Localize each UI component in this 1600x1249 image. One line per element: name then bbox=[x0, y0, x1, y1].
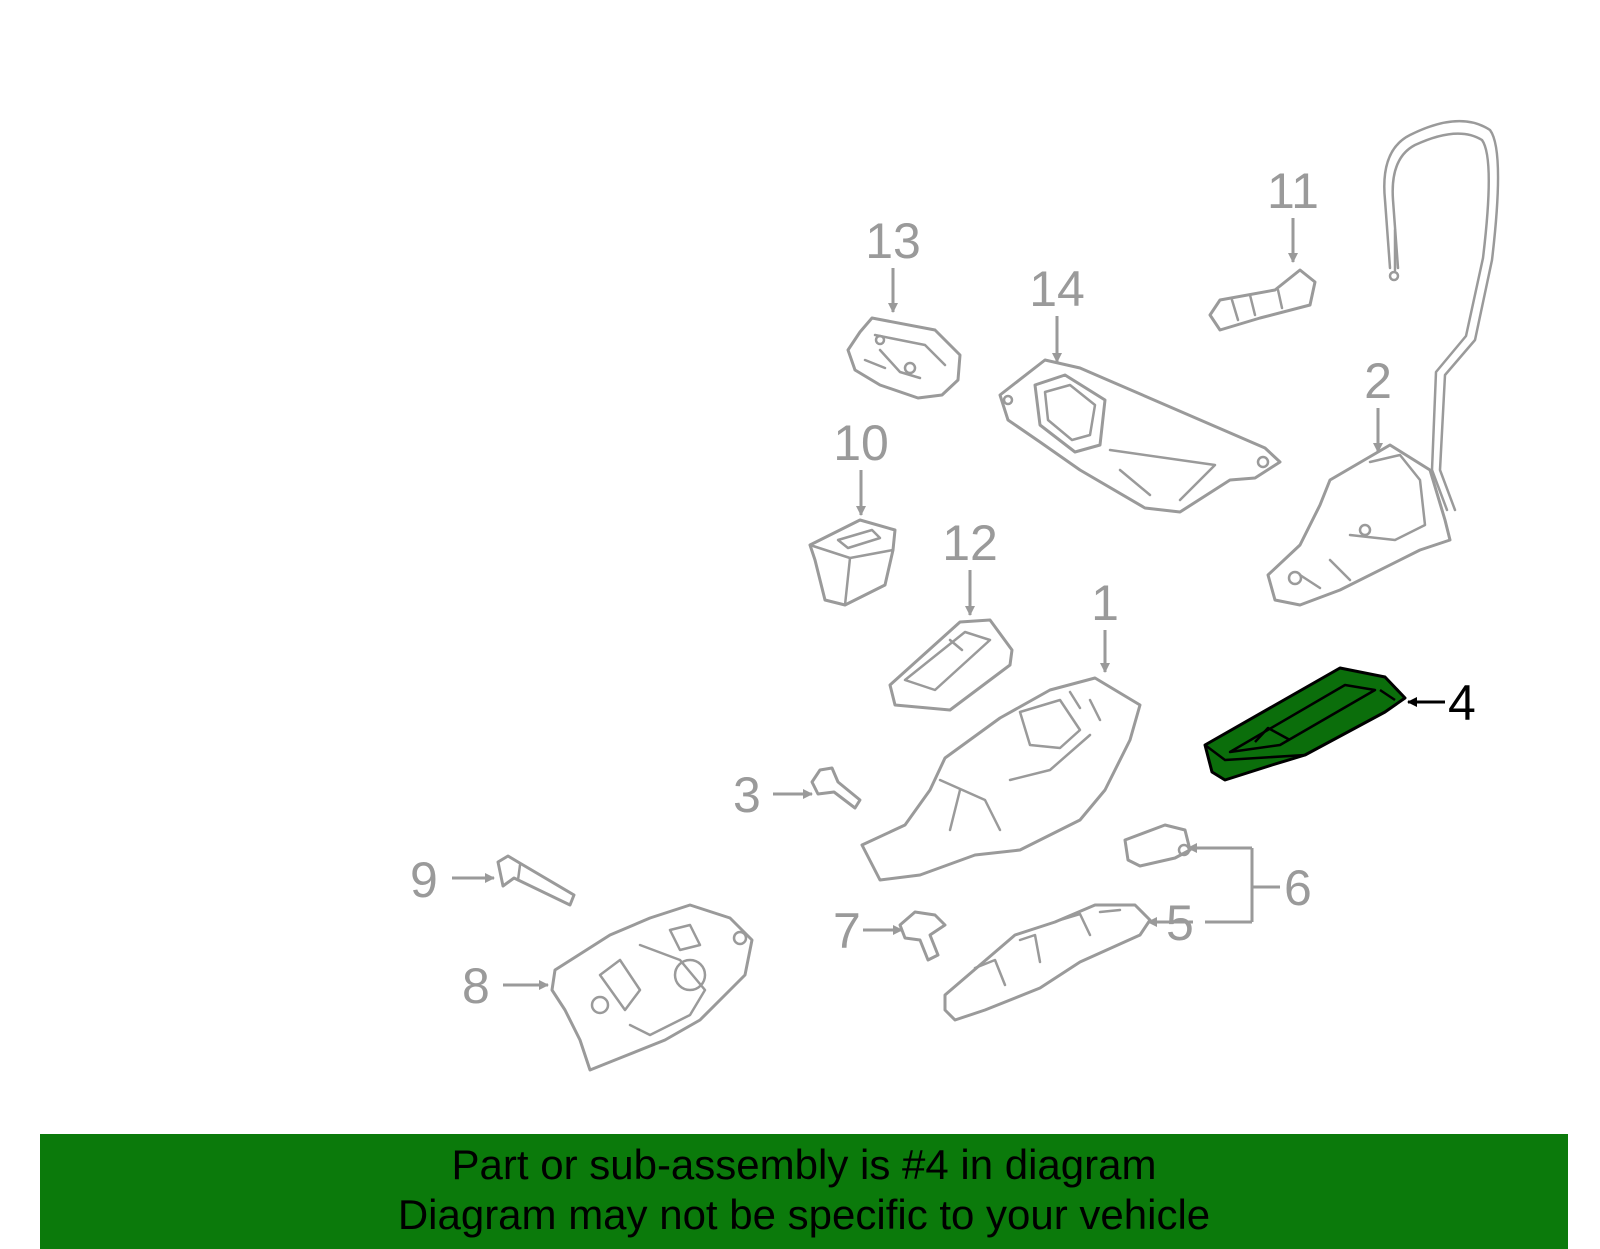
callout-2: 2 bbox=[1364, 353, 1392, 409]
part-14-handle-housing bbox=[998, 358, 1282, 514]
part-13-striker bbox=[846, 316, 962, 400]
callout-11: 11 bbox=[1267, 163, 1319, 219]
part-9-bolt bbox=[496, 854, 576, 907]
callout-12: 12 bbox=[942, 515, 998, 571]
part-5-lower-bracket bbox=[943, 903, 1152, 1022]
part-8-lock bbox=[550, 903, 754, 1072]
caption-line-2: Diagram may not be specific to your vehi… bbox=[397, 1191, 1211, 1238]
part-11-clip bbox=[1208, 268, 1317, 332]
callout-4: 4 bbox=[1448, 675, 1476, 731]
part-3-screw bbox=[810, 766, 862, 810]
callout-14: 14 bbox=[1029, 261, 1085, 317]
leader-lines bbox=[452, 218, 1445, 990]
callout-7: 7 bbox=[833, 903, 861, 959]
part-4-cover-highlighted bbox=[1203, 666, 1407, 782]
part-12-trim-plate bbox=[888, 618, 1014, 712]
callout-9: 9 bbox=[410, 852, 438, 908]
part-1-bracket bbox=[860, 676, 1142, 882]
caption-banner: Part or sub-assembly is #4 in diagram Di… bbox=[40, 1134, 1568, 1249]
callout-numbers: 13 14 11 2 10 12 1 4 3 6 5 7 9 8 bbox=[410, 163, 1476, 1014]
callout-6: 6 bbox=[1284, 860, 1312, 916]
caption-line-1: Part or sub-assembly is #4 in diagram bbox=[451, 1141, 1157, 1188]
callout-1: 1 bbox=[1091, 575, 1119, 631]
callout-10: 10 bbox=[833, 415, 889, 471]
callout-5: 5 bbox=[1166, 895, 1194, 951]
part-7-pin bbox=[898, 910, 947, 962]
part-2-handle-cable bbox=[1266, 119, 1500, 607]
part-6-cap bbox=[1123, 823, 1192, 868]
callout-8: 8 bbox=[462, 958, 490, 1014]
callout-13: 13 bbox=[865, 213, 921, 269]
callout-3: 3 bbox=[733, 767, 761, 823]
part-10-switch bbox=[808, 518, 897, 607]
